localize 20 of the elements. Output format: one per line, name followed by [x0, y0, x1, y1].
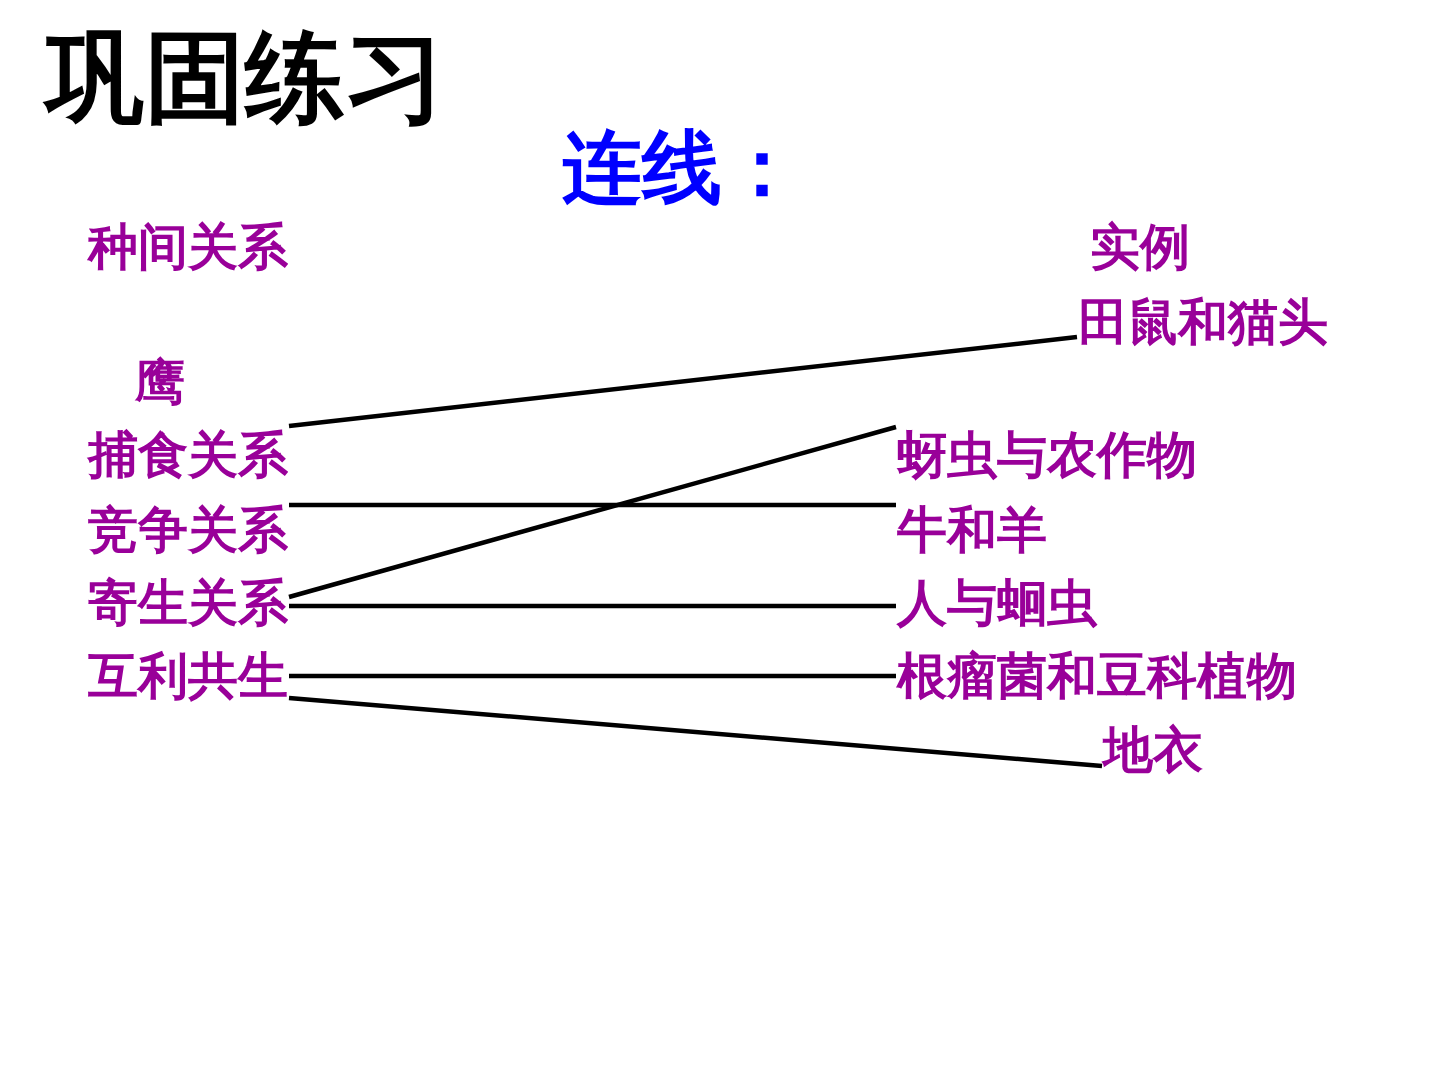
item-text: 根瘤菌和豆科植物 [897, 651, 1297, 701]
item-text: 人与蛔虫 [897, 578, 1097, 628]
matching-line [289, 673, 896, 679]
column-heading: 种间关系 [88, 222, 288, 272]
matching-line [289, 603, 896, 609]
matching-line [288, 695, 1103, 769]
item-text: 竞争关系 [88, 505, 288, 555]
item-text: 寄生关系 [88, 578, 288, 628]
item-text: 地衣 [1103, 725, 1203, 775]
column-heading: 实例 [1090, 222, 1190, 272]
matching-line [288, 424, 897, 600]
matching-line [288, 334, 1078, 429]
text-fragment: 鹰 [135, 357, 185, 407]
item-text: 牛和羊 [897, 505, 1047, 555]
item-text: 互利共生 [88, 651, 288, 701]
item-text: 蚜虫与农作物 [897, 430, 1197, 480]
matching-line [289, 502, 896, 508]
item-text: 捕食关系 [88, 430, 288, 480]
item-text: 田鼠和猫头 [1078, 297, 1328, 347]
instruction-heading: 连线： [562, 128, 802, 208]
